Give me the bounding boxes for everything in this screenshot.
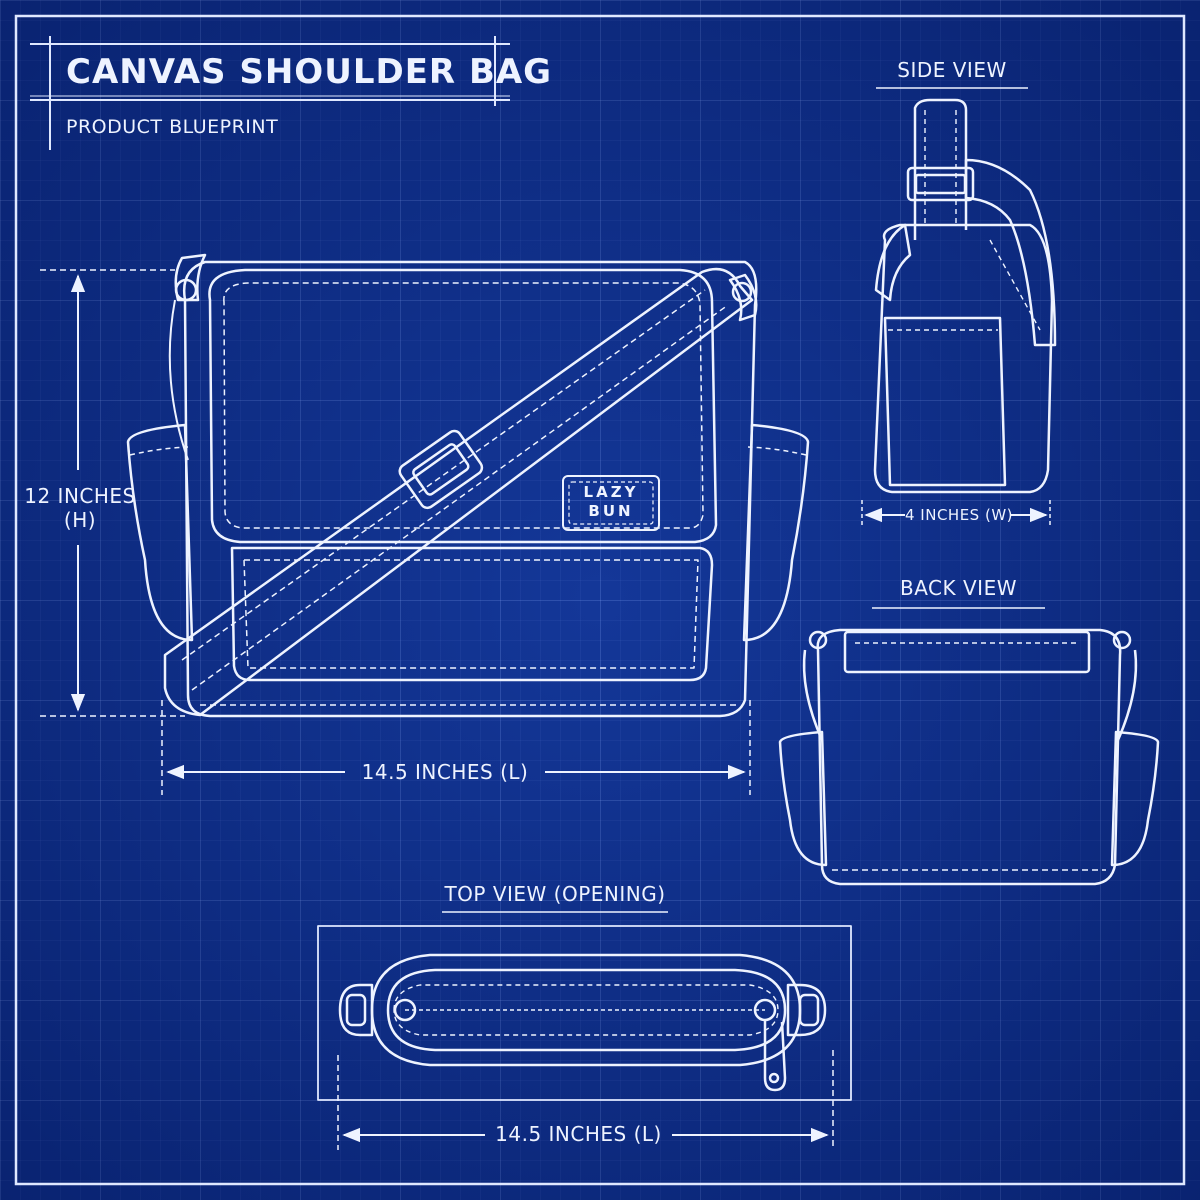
side-width-label: 4 INCHES (W): [905, 506, 1014, 524]
side-view-label: SIDE VIEW: [897, 58, 1007, 82]
front-right-pocket: [742, 423, 810, 642]
sheet-border: [14, 14, 1186, 1186]
top-length-label: 14.5 INCHES (L): [495, 1122, 662, 1146]
title-block: [30, 36, 510, 150]
logo-line-2: BUN: [588, 502, 634, 520]
front-length-dimension: [161, 700, 751, 795]
strap-buckle: [398, 429, 484, 510]
side-view-bag: [873, 87, 1057, 494]
logo-patch: [562, 475, 660, 531]
front-pocket: [230, 546, 714, 682]
height-dimension-label: 12 INCHES (H): [20, 484, 140, 532]
logo-patch-text: LAZY BUN: [563, 483, 659, 521]
front-length-label: 14.5 INCHES (L): [361, 760, 529, 784]
top-view-frame: [317, 925, 852, 1101]
back-view-bag: [778, 607, 1160, 886]
front-view-bag: [126, 253, 810, 718]
side-body: [873, 223, 1054, 494]
top-view-bag: [317, 911, 852, 1101]
back-body: [816, 628, 1122, 886]
page-title: CANVAS SHOULDER BAG: [66, 52, 553, 92]
logo-line-1: LAZY: [583, 483, 639, 501]
front-height-dimension: [40, 269, 185, 717]
side-width-dimension: [861, 500, 1051, 528]
back-view-label: BACK VIEW: [900, 576, 1017, 600]
height-dimension-axis: (H): [63, 508, 97, 532]
page-subtitle: PRODUCT BLUEPRINT: [66, 116, 279, 138]
front-body: [182, 260, 758, 718]
top-outer-shell: [370, 953, 802, 1067]
front-left-pocket: [126, 423, 194, 642]
front-strap: [163, 267, 754, 717]
front-flap: [208, 268, 718, 544]
height-dimension-value: 12 INCHES: [24, 484, 136, 508]
top-view-label: TOP VIEW (OPENING): [444, 882, 666, 906]
top-length-dimension: [337, 1050, 834, 1150]
